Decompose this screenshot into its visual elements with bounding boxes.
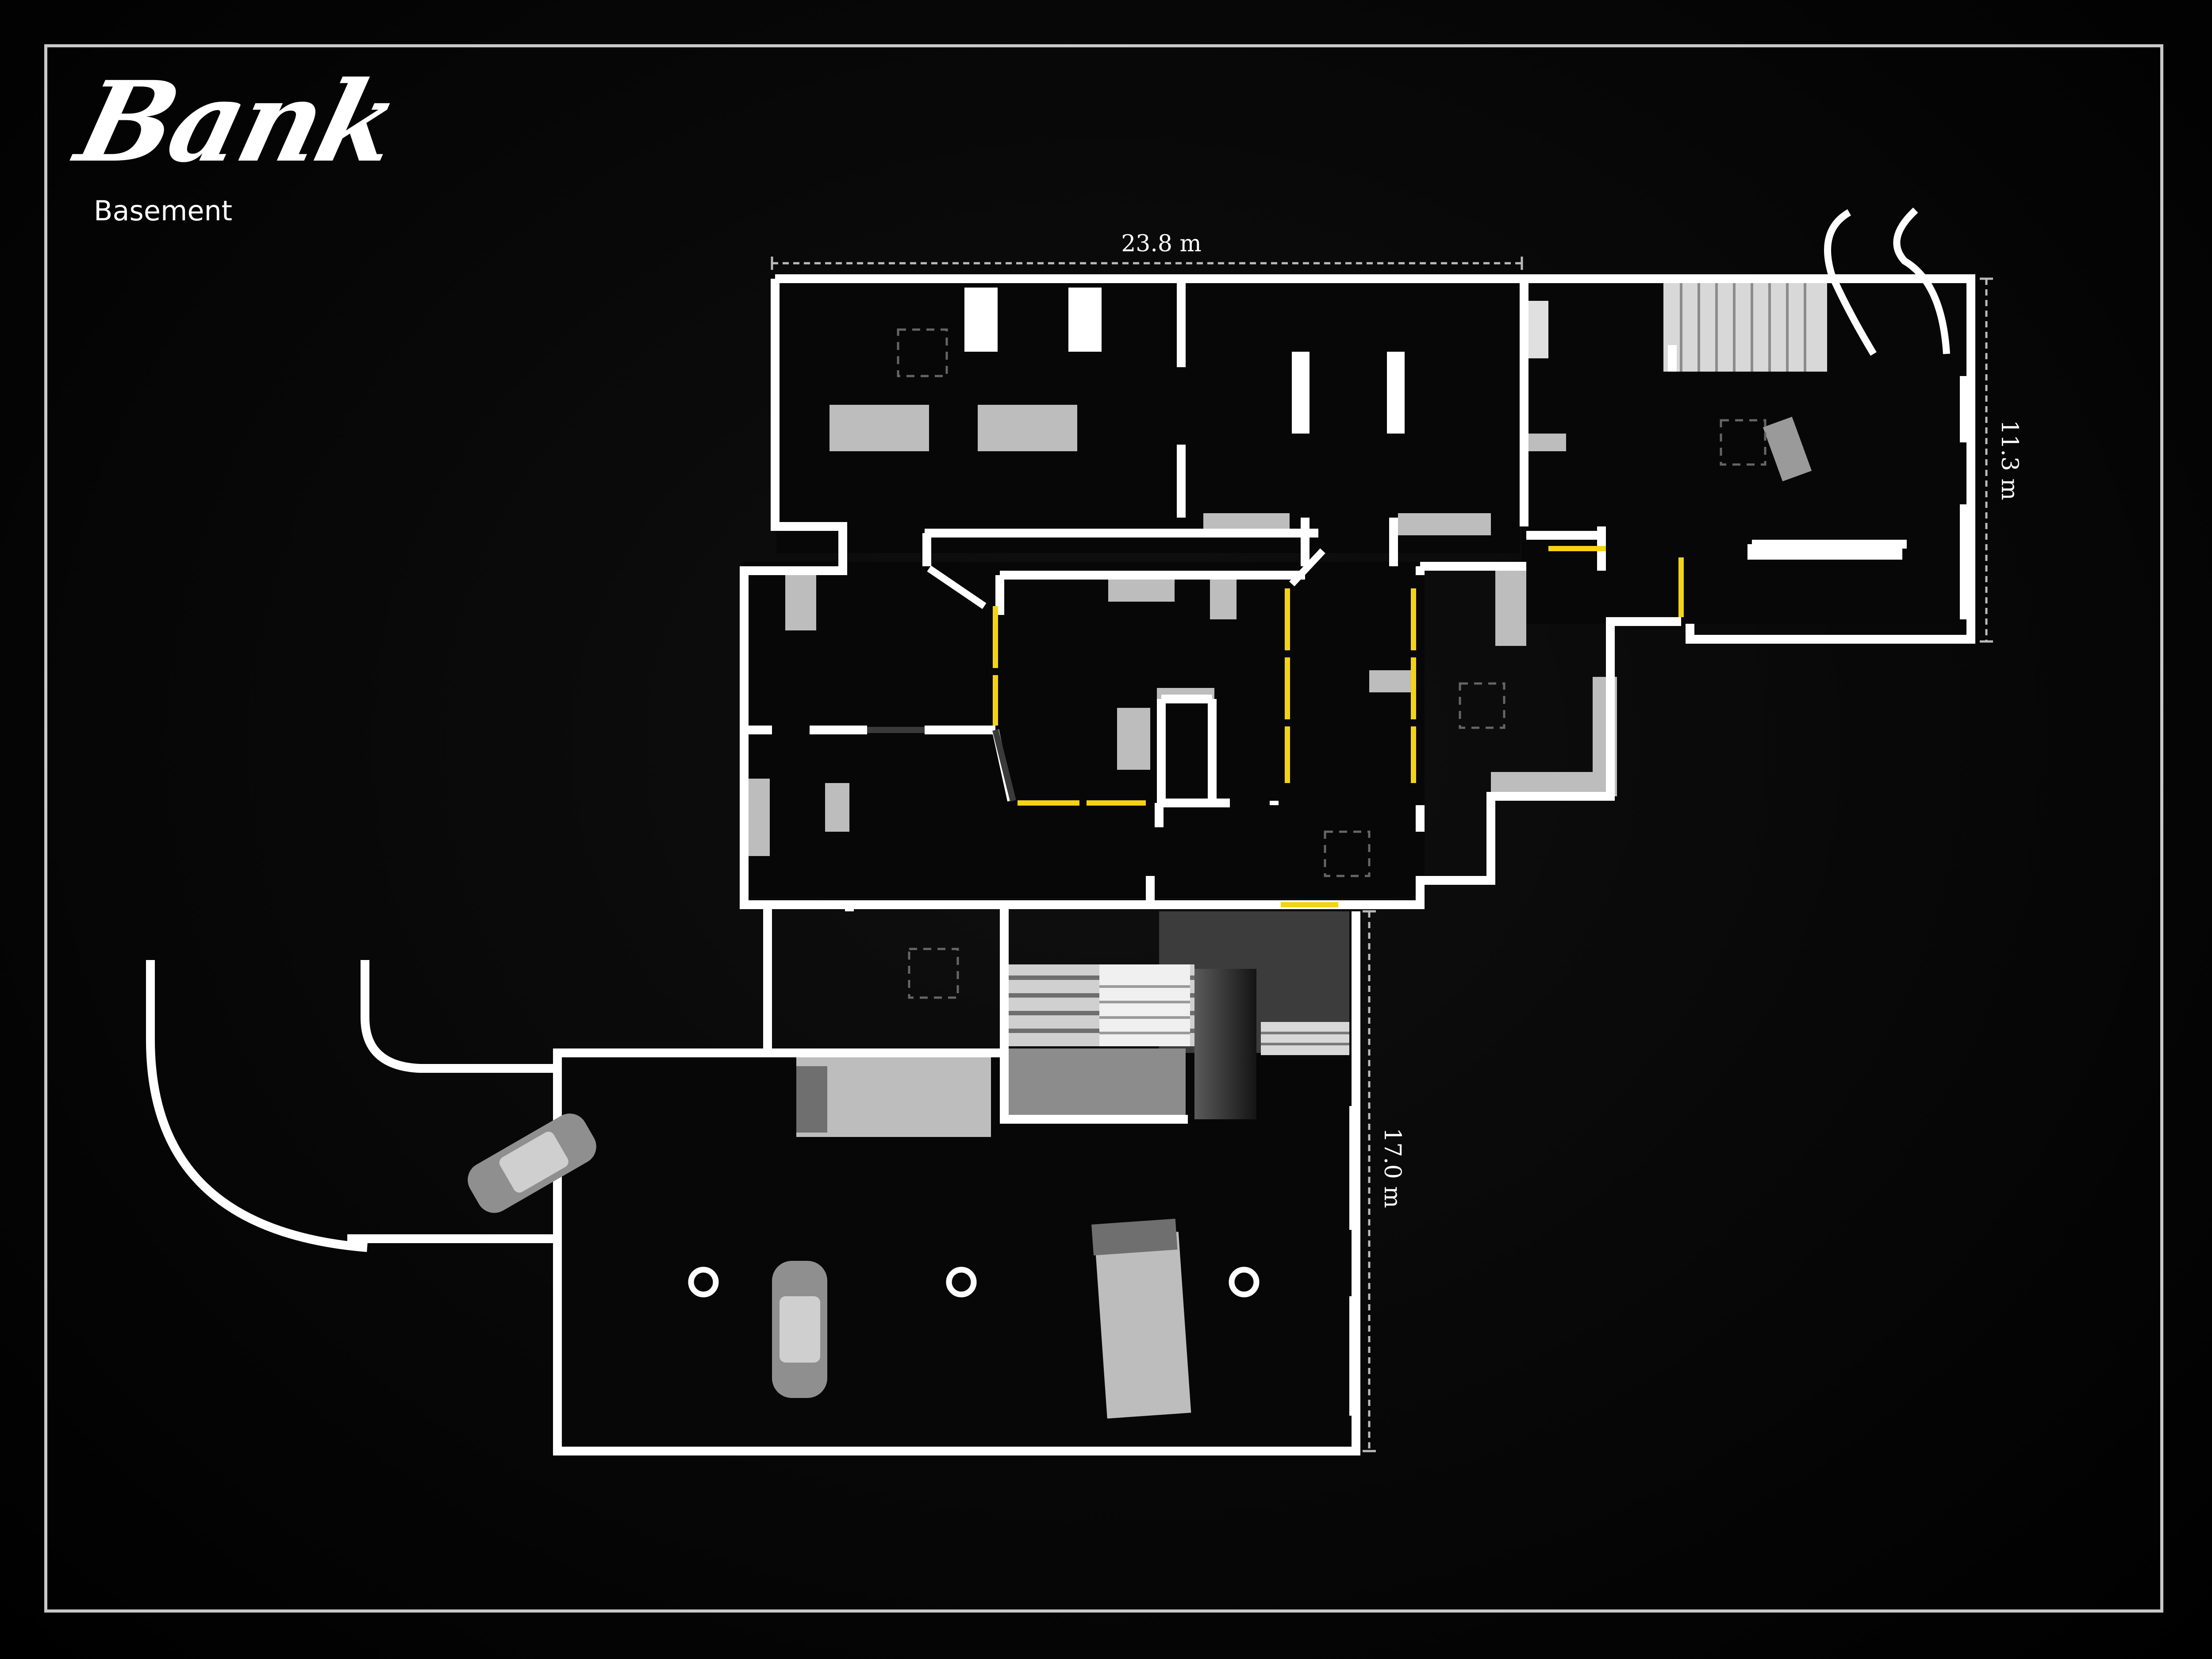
- east-height-measurement: 11.3 m: [1980, 277, 2023, 643]
- stairs-icon: [1004, 283, 1827, 1115]
- car-icon: [468, 1114, 596, 1213]
- pillar-icon: [688, 1267, 1260, 1298]
- width-label: 23.8 m: [1121, 230, 1202, 257]
- car-icon: [772, 1261, 827, 1398]
- truck-icon: [1091, 1218, 1191, 1419]
- floor-areas: [557, 283, 1973, 1451]
- destructible-walls: [993, 546, 1684, 907]
- truck-icon: [796, 1057, 991, 1137]
- walls: [146, 274, 1975, 1455]
- low-walls: [867, 727, 1016, 802]
- width-measurement: 23.8 m: [771, 230, 1523, 270]
- map-border: [44, 44, 2163, 1613]
- floor-subtitle: Basement: [94, 195, 233, 227]
- south-height-label: 17.0 m: [1379, 1128, 1406, 1208]
- south-height-measurement: 17.0 m: [1363, 910, 1406, 1452]
- hatch-icon: [897, 328, 1767, 999]
- wall-details: [927, 207, 1971, 802]
- east-height-label: 11.3 m: [1996, 420, 2023, 500]
